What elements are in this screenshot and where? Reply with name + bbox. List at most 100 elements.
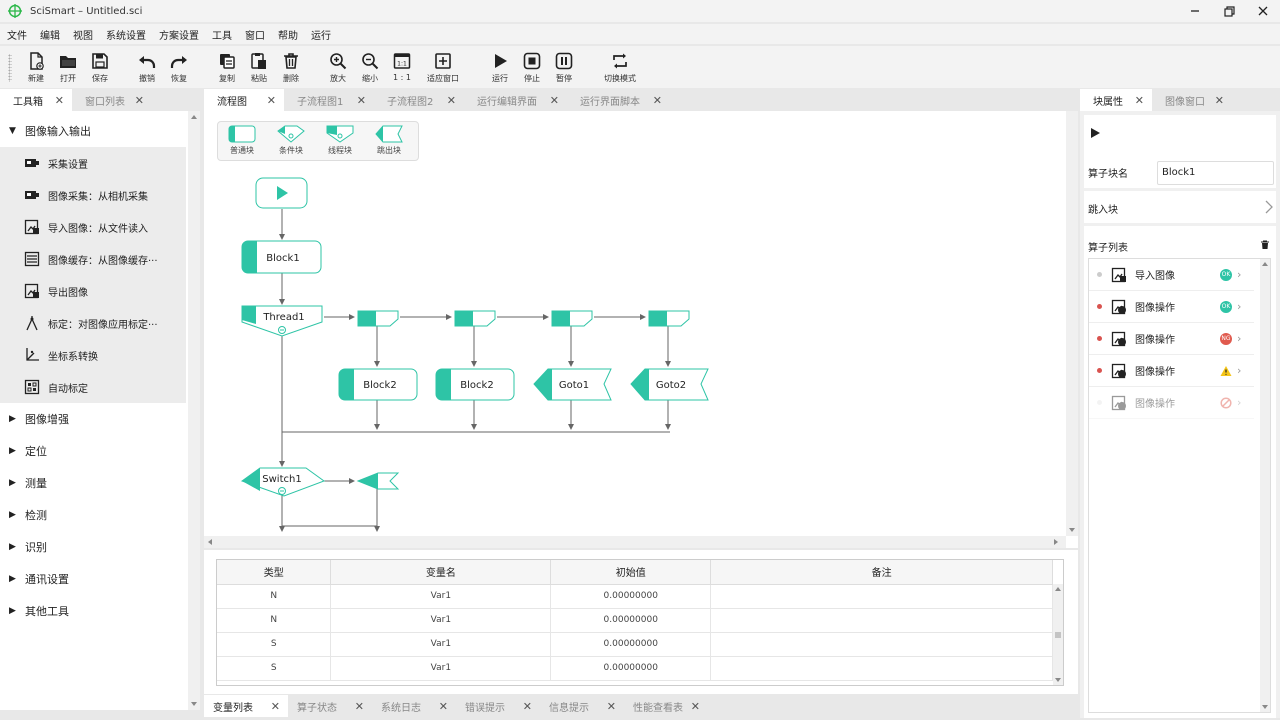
save-button[interactable]: 保存 xyxy=(83,50,117,86)
scroll-grip-icon[interactable] xyxy=(1053,630,1063,640)
tree-group-locate[interactable]: ▶ 定位 xyxy=(9,445,47,458)
close-icon[interactable]: ✕ xyxy=(1214,93,1224,107)
switch-branch-1[interactable] xyxy=(356,472,400,490)
zoom-out-button[interactable]: 缩小 xyxy=(353,50,387,86)
column-remark[interactable]: 备注 xyxy=(710,560,1053,585)
tree-group-measure[interactable]: ▶ 测量 xyxy=(9,477,47,490)
tool-image-cache[interactable]: 图像缓存：从图像缓存··· xyxy=(0,243,186,275)
thread-branch-3[interactable] xyxy=(551,310,593,327)
open-button[interactable]: 打开 xyxy=(51,50,85,86)
flow-thread1[interactable]: Thread1 xyxy=(241,305,323,337)
close-icon[interactable]: ✕ xyxy=(356,93,366,107)
close-icon[interactable]: ✕ xyxy=(270,699,280,713)
menu-run[interactable]: 运行 xyxy=(311,30,331,42)
tree-group-inspect[interactable]: ▶ 检测 xyxy=(9,509,47,522)
tool-camera-capture[interactable]: 图像采集：从相机采集 xyxy=(0,179,186,211)
list-item[interactable]: 图像操作 › xyxy=(1089,387,1254,419)
canvas-hscrollbar[interactable] xyxy=(204,536,1066,548)
actual-size-button[interactable]: 1:1 1 : 1 xyxy=(385,50,419,86)
thread-branch-4[interactable] xyxy=(648,310,690,327)
run-button[interactable]: 运行 xyxy=(483,50,517,86)
tab-system-log[interactable]: 系统日志 ✕ xyxy=(381,699,448,714)
minimize-button[interactable] xyxy=(1178,0,1212,22)
table-row[interactable]: N Var1 0.00000000 xyxy=(217,608,1053,633)
tab-window-list[interactable]: 窗口列表 ✕ xyxy=(85,93,144,108)
close-icon[interactable]: ✕ xyxy=(522,699,532,713)
scroll-up-icon[interactable] xyxy=(188,111,200,123)
tree-group-communication[interactable]: ▶ 通讯设置 xyxy=(9,573,69,586)
copy-button[interactable]: 复制 xyxy=(210,50,244,86)
tab-subflow2[interactable]: 子流程图2 ✕ xyxy=(387,93,456,108)
tab-operator-status[interactable]: 算子状态 ✕ xyxy=(297,699,364,714)
table-row[interactable]: N Var1 0.00000000 xyxy=(217,584,1053,609)
palette-jump-block[interactable]: 跳出块 xyxy=(369,125,409,156)
toolbar-grip[interactable] xyxy=(8,54,12,82)
table-row[interactable]: S Var1 0.00000000 xyxy=(217,656,1053,681)
close-icon[interactable]: ✕ xyxy=(1134,93,1144,107)
tab-run-ui-script[interactable]: 运行界面脚本 ✕ xyxy=(580,93,662,108)
tool-auto-calibration[interactable]: 自动标定 xyxy=(0,371,186,403)
close-icon[interactable]: ✕ xyxy=(606,699,616,713)
column-initial-value[interactable]: 初始值 xyxy=(550,560,712,585)
tab-flowchart[interactable]: 流程图 ✕ xyxy=(204,89,284,111)
menu-view[interactable]: 视图 xyxy=(73,30,93,42)
scroll-down-icon[interactable] xyxy=(1260,702,1270,712)
thread-branch-1[interactable] xyxy=(357,310,399,327)
flow-switch1[interactable]: Switch1 xyxy=(240,467,326,497)
undo-button[interactable]: 撤销 xyxy=(130,50,164,86)
thread-branch-2[interactable] xyxy=(454,310,496,327)
column-var-name[interactable]: 变量名 xyxy=(330,560,552,585)
tab-subflow1[interactable]: 子流程图1 ✕ xyxy=(297,93,366,108)
paste-button[interactable]: 粘贴 xyxy=(242,50,276,86)
table-scrollbar[interactable] xyxy=(1053,584,1063,685)
scroll-down-icon[interactable] xyxy=(1053,675,1063,685)
switch-mode-button[interactable]: 切换模式 xyxy=(603,50,637,86)
canvas-vscrollbar[interactable] xyxy=(1066,111,1078,536)
close-icon[interactable]: ✕ xyxy=(354,699,364,713)
jump-in-block-row[interactable]: 跳入块 xyxy=(1084,191,1276,223)
tool-acquisition-settings[interactable]: 采集设置 xyxy=(0,147,186,179)
stop-button[interactable]: 停止 xyxy=(515,50,549,86)
tab-run-edit-ui[interactable]: 运行编辑界面 ✕ xyxy=(477,93,559,108)
redo-button[interactable]: 恢复 xyxy=(162,50,196,86)
scroll-up-icon[interactable] xyxy=(1260,259,1270,269)
menu-scheme-settings[interactable]: 方案设置 xyxy=(159,30,199,42)
run-block-button[interactable] xyxy=(1089,127,1101,139)
close-icon[interactable]: ✕ xyxy=(652,93,662,107)
tool-export-image[interactable]: 导出图像 xyxy=(0,275,186,307)
palette-thread-block[interactable]: 线程块 xyxy=(320,125,360,156)
scroll-left-icon[interactable] xyxy=(204,536,216,548)
delete-button[interactable]: 删除 xyxy=(274,50,308,86)
trash-icon[interactable] xyxy=(1260,240,1270,250)
tree-group-image-io[interactable]: ▼ 图像输入输出 xyxy=(9,125,91,138)
tab-performance[interactable]: 性能查看表 ✕ xyxy=(633,699,700,714)
variable-table[interactable]: 类型 变量名 初始值 备注 N Var1 0.00000000 N Var1 0… xyxy=(216,559,1064,686)
close-icon[interactable]: ✕ xyxy=(438,699,448,713)
operator-list-scrollbar[interactable] xyxy=(1260,259,1270,712)
tab-info-hints[interactable]: 信息提示 ✕ xyxy=(549,699,616,714)
close-icon[interactable]: ✕ xyxy=(266,93,276,107)
tool-import-image[interactable]: 导入图像：从文件读入 xyxy=(0,211,186,243)
tab-toolbox[interactable]: 工具箱 ✕ xyxy=(0,89,72,111)
tool-coordinate-transform[interactable]: 坐标系转换 xyxy=(0,339,186,371)
close-icon[interactable]: ✕ xyxy=(549,93,559,107)
flow-goto1[interactable]: Goto1 xyxy=(533,368,612,401)
flow-block1[interactable]: Block1 xyxy=(241,240,322,274)
zoom-in-button[interactable]: 放大 xyxy=(321,50,355,86)
close-icon[interactable]: ✕ xyxy=(134,93,144,107)
close-icon[interactable]: ✕ xyxy=(446,93,456,107)
tree-group-image-enhance[interactable]: ▶ 图像增强 xyxy=(9,413,69,426)
menu-edit[interactable]: 编辑 xyxy=(40,30,60,42)
menu-system-settings[interactable]: 系统设置 xyxy=(106,30,146,42)
new-button[interactable]: 新建 xyxy=(19,50,53,86)
list-item[interactable]: 导入图像 OK › xyxy=(1089,259,1254,291)
start-node[interactable] xyxy=(255,177,308,209)
flowchart-canvas[interactable]: 普通块 条件块 线程块 跳出块 xyxy=(204,111,1078,548)
scroll-down-icon[interactable] xyxy=(1066,524,1078,536)
restore-button[interactable] xyxy=(1212,0,1246,22)
tree-group-other-tools[interactable]: ▶ 其他工具 xyxy=(9,605,69,618)
toolbox-scrollbar[interactable] xyxy=(188,111,200,710)
column-type[interactable]: 类型 xyxy=(217,560,332,585)
flow-block2-b[interactable]: Block2 xyxy=(435,368,515,401)
scroll-right-icon[interactable] xyxy=(1050,536,1062,548)
